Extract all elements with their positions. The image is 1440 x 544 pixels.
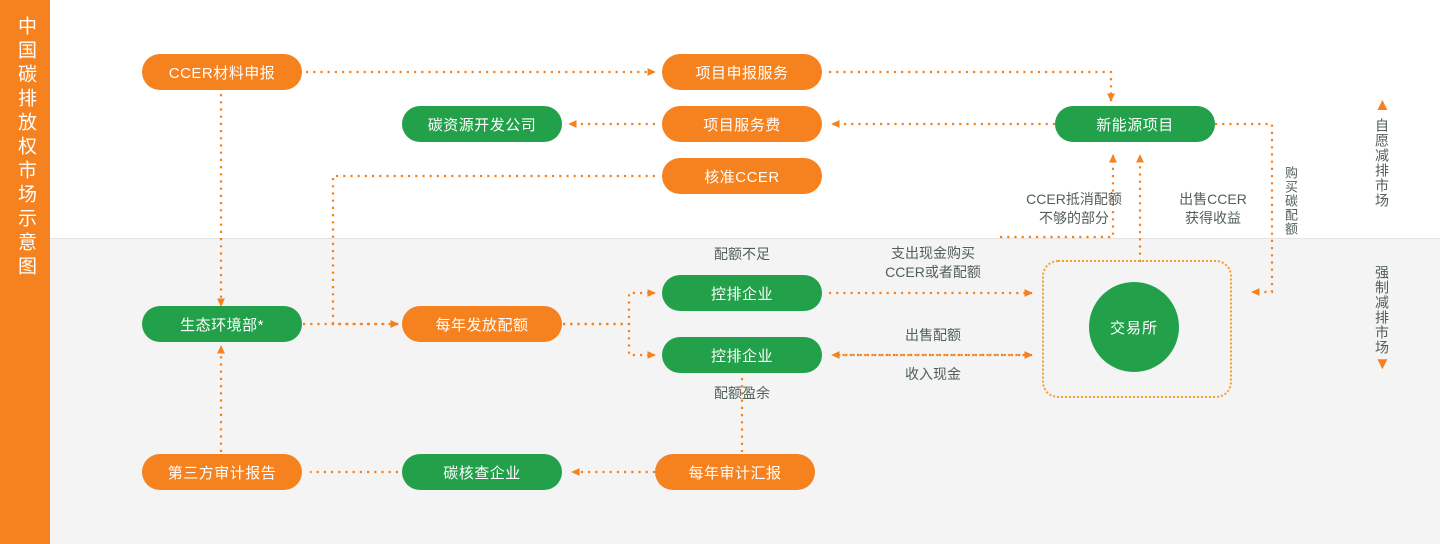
node-label: 交易所 xyxy=(1109,319,1158,337)
label-quota-shortage: 配额不足 xyxy=(714,246,770,262)
voluntary-market-label: 自愿减排市场 xyxy=(1374,118,1390,208)
node-label: 碳资源开发公司 xyxy=(427,116,537,134)
node-verifier-company[interactable]: 碳核查企业 xyxy=(402,454,562,490)
node-label: 每年发放配额 xyxy=(435,316,529,334)
title-sidebar: 中国碳排放权市场示意图 xyxy=(0,0,50,544)
label-sell-quota: 出售配额 xyxy=(905,327,961,343)
node-label: CCER材料申报 xyxy=(168,64,276,82)
node-controlled-enterprise-1[interactable]: 控排企业 xyxy=(662,275,822,311)
node-exchange[interactable]: 交易所 xyxy=(1089,282,1179,372)
label-sell-ccer: 出售CCER 获得收益 xyxy=(1179,191,1247,226)
node-label: 项目申报服务 xyxy=(695,64,789,82)
node-service-fee[interactable]: 项目服务费 xyxy=(662,106,822,142)
node-label: 新能源项目 xyxy=(1096,116,1174,134)
node-project-service[interactable]: 项目申报服务 xyxy=(662,54,822,90)
exchange-zone xyxy=(1042,260,1232,398)
node-label: 核准CCER xyxy=(704,168,780,186)
node-new-energy-project[interactable]: 新能源项目 xyxy=(1055,106,1215,142)
node-mee[interactable]: 生态环境部* xyxy=(142,306,302,342)
node-controlled-enterprise-2[interactable]: 控排企业 xyxy=(662,337,822,373)
node-label: 生态环境部* xyxy=(180,316,264,334)
node-label: 项目服务费 xyxy=(703,116,781,134)
label-pay-cash-buy: 支出现金购买 CCER或者配额 xyxy=(885,245,981,280)
node-approve-ccer[interactable]: 核准CCER xyxy=(662,158,822,194)
mandatory-market-label: 强制减排市场 xyxy=(1374,265,1390,355)
label-buy-carbon-quota: 购买碳配额 xyxy=(1283,166,1298,236)
node-carbon-dev-co[interactable]: 碳资源开发公司 xyxy=(402,106,562,142)
node-label: 控排企业 xyxy=(710,347,773,365)
voluntary-market-arrow-icon: ▲ xyxy=(1374,95,1391,114)
node-label: 碳核查企业 xyxy=(443,464,521,482)
node-annual-audit-report[interactable]: 每年审计汇报 xyxy=(655,454,815,490)
node-ccer-apply[interactable]: CCER材料申报 xyxy=(142,54,302,90)
node-label: 控排企业 xyxy=(710,285,773,303)
node-label: 每年审计汇报 xyxy=(688,464,782,482)
label-quota-surplus: 配额盈余 xyxy=(714,385,770,401)
label-receive-cash: 收入现金 xyxy=(905,366,961,382)
page-title: 中国碳排放权市场示意图 xyxy=(15,16,36,280)
node-label: 第三方审计报告 xyxy=(167,464,277,482)
node-third-party-audit-report[interactable]: 第三方审计报告 xyxy=(142,454,302,490)
node-annual-quota[interactable]: 每年发放配额 xyxy=(402,306,562,342)
label-ccer-offset: CCER抵消配额 不够的部分 xyxy=(1026,191,1122,226)
mandatory-market-arrow-icon: ▼ xyxy=(1374,354,1391,373)
